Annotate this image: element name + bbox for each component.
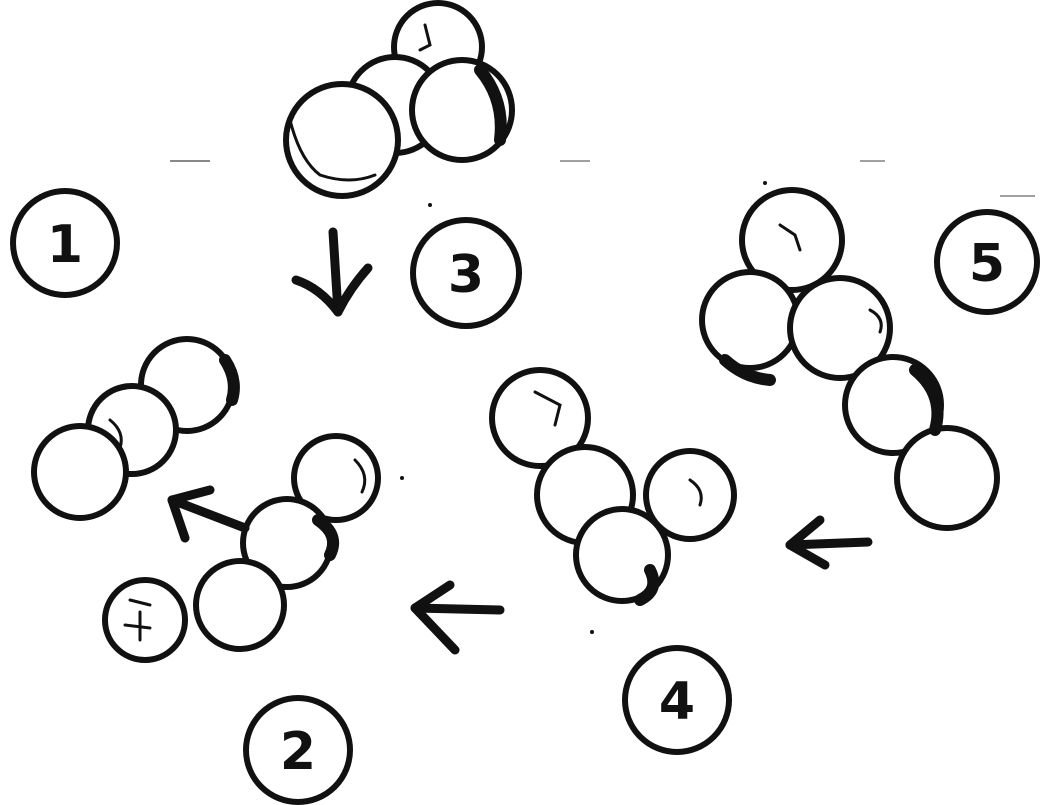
arrow-left-from-4 — [410, 580, 505, 655]
stage-label-4: 4 — [659, 672, 695, 732]
stage-label-2: 2 — [280, 722, 316, 782]
stage-label-1: 1 — [47, 215, 83, 275]
scan-specks — [170, 160, 1035, 634]
arrow-down — [291, 227, 373, 317]
cell-cluster-stage-2 — [102, 433, 381, 663]
cell-cluster-stage-4 — [489, 367, 737, 606]
arrow-up-left-to-1 — [167, 485, 250, 543]
cell-cluster-stage-1 — [31, 336, 240, 521]
cell-cluster-stage-5 — [699, 187, 1000, 531]
stage-label-3: 3 — [448, 245, 484, 305]
stage-badge-5: 5 — [934, 209, 1040, 315]
arrow-left-from-5 — [785, 515, 873, 570]
stage-label-5: 5 — [969, 234, 1005, 294]
cell-cluster-stage-3 — [283, 0, 515, 199]
stage-badge-3: 3 — [410, 217, 522, 329]
stage-badge-4: 4 — [622, 645, 732, 755]
stage-badge-2: 2 — [243, 695, 353, 805]
stage-badge-1: 1 — [10, 188, 120, 298]
